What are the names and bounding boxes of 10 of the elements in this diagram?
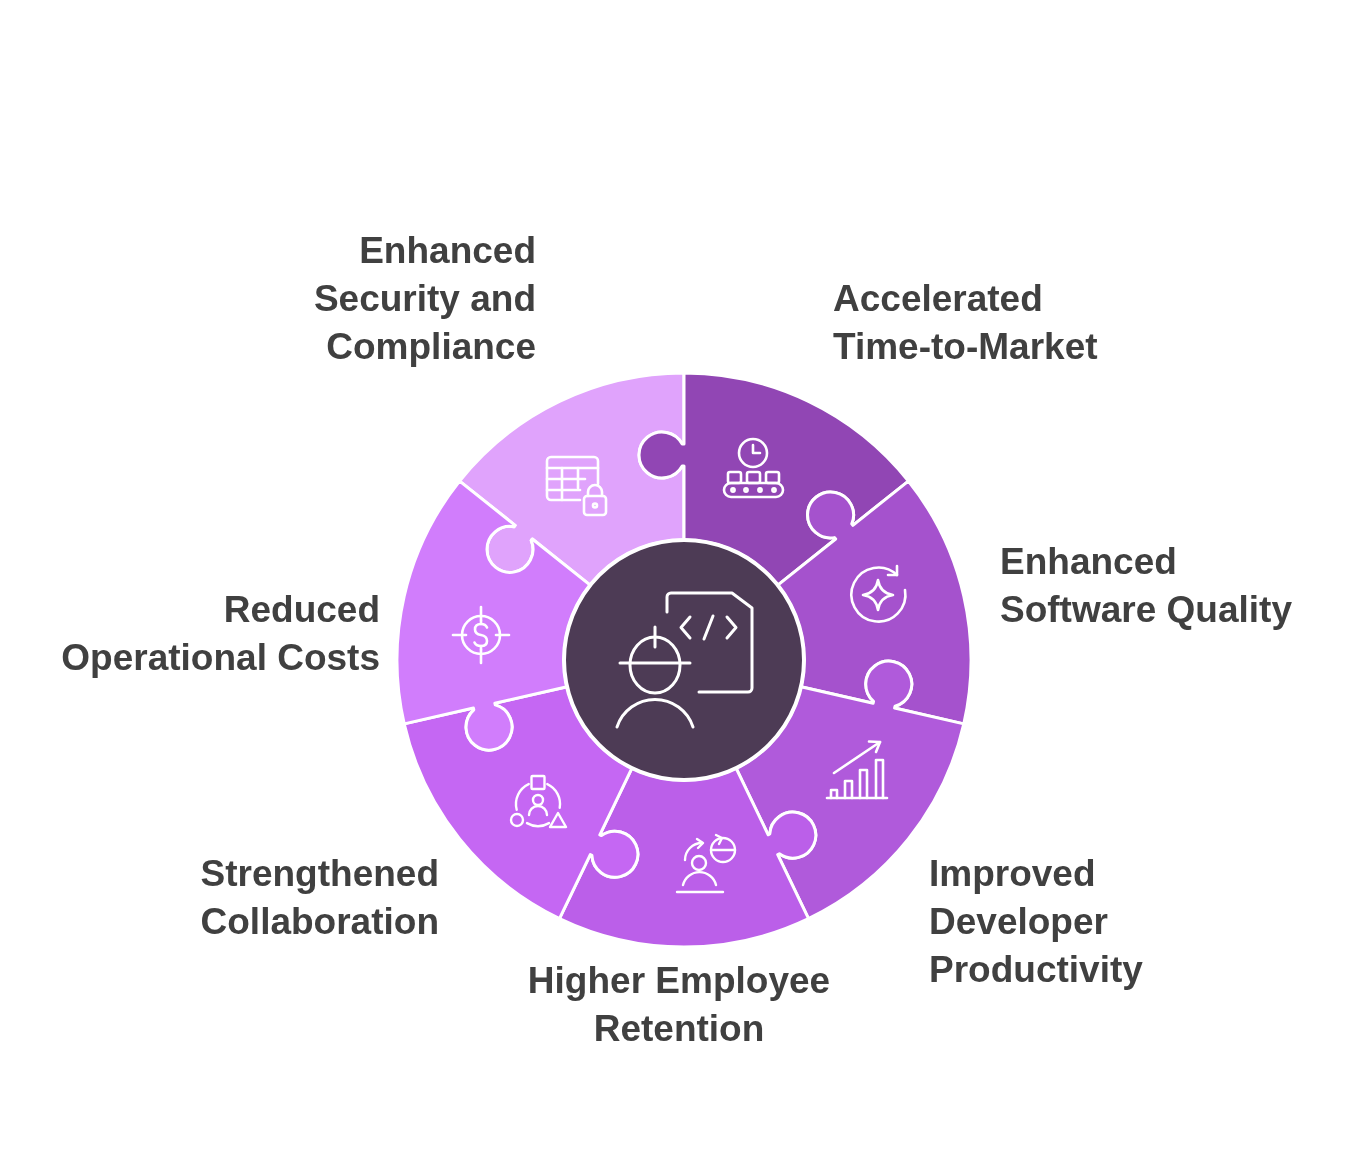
piece-label: Enhanced Security and Compliance xyxy=(312,229,536,369)
puzzle-piece xyxy=(395,479,592,752)
piece-label: Strengthened Collaboration xyxy=(199,852,439,944)
piece-label: Higher Employee Retention xyxy=(526,959,832,1051)
piece-label: Accelerated Time-to-Market xyxy=(833,277,1099,369)
piece-label: Enhanced Software Quality xyxy=(1000,540,1293,632)
puzzle-piece xyxy=(558,766,818,948)
piece-label: Reduced Operational Costs xyxy=(60,588,380,680)
center-circle xyxy=(562,538,806,782)
piece-label: Improved Developer Productivity xyxy=(929,852,1144,992)
